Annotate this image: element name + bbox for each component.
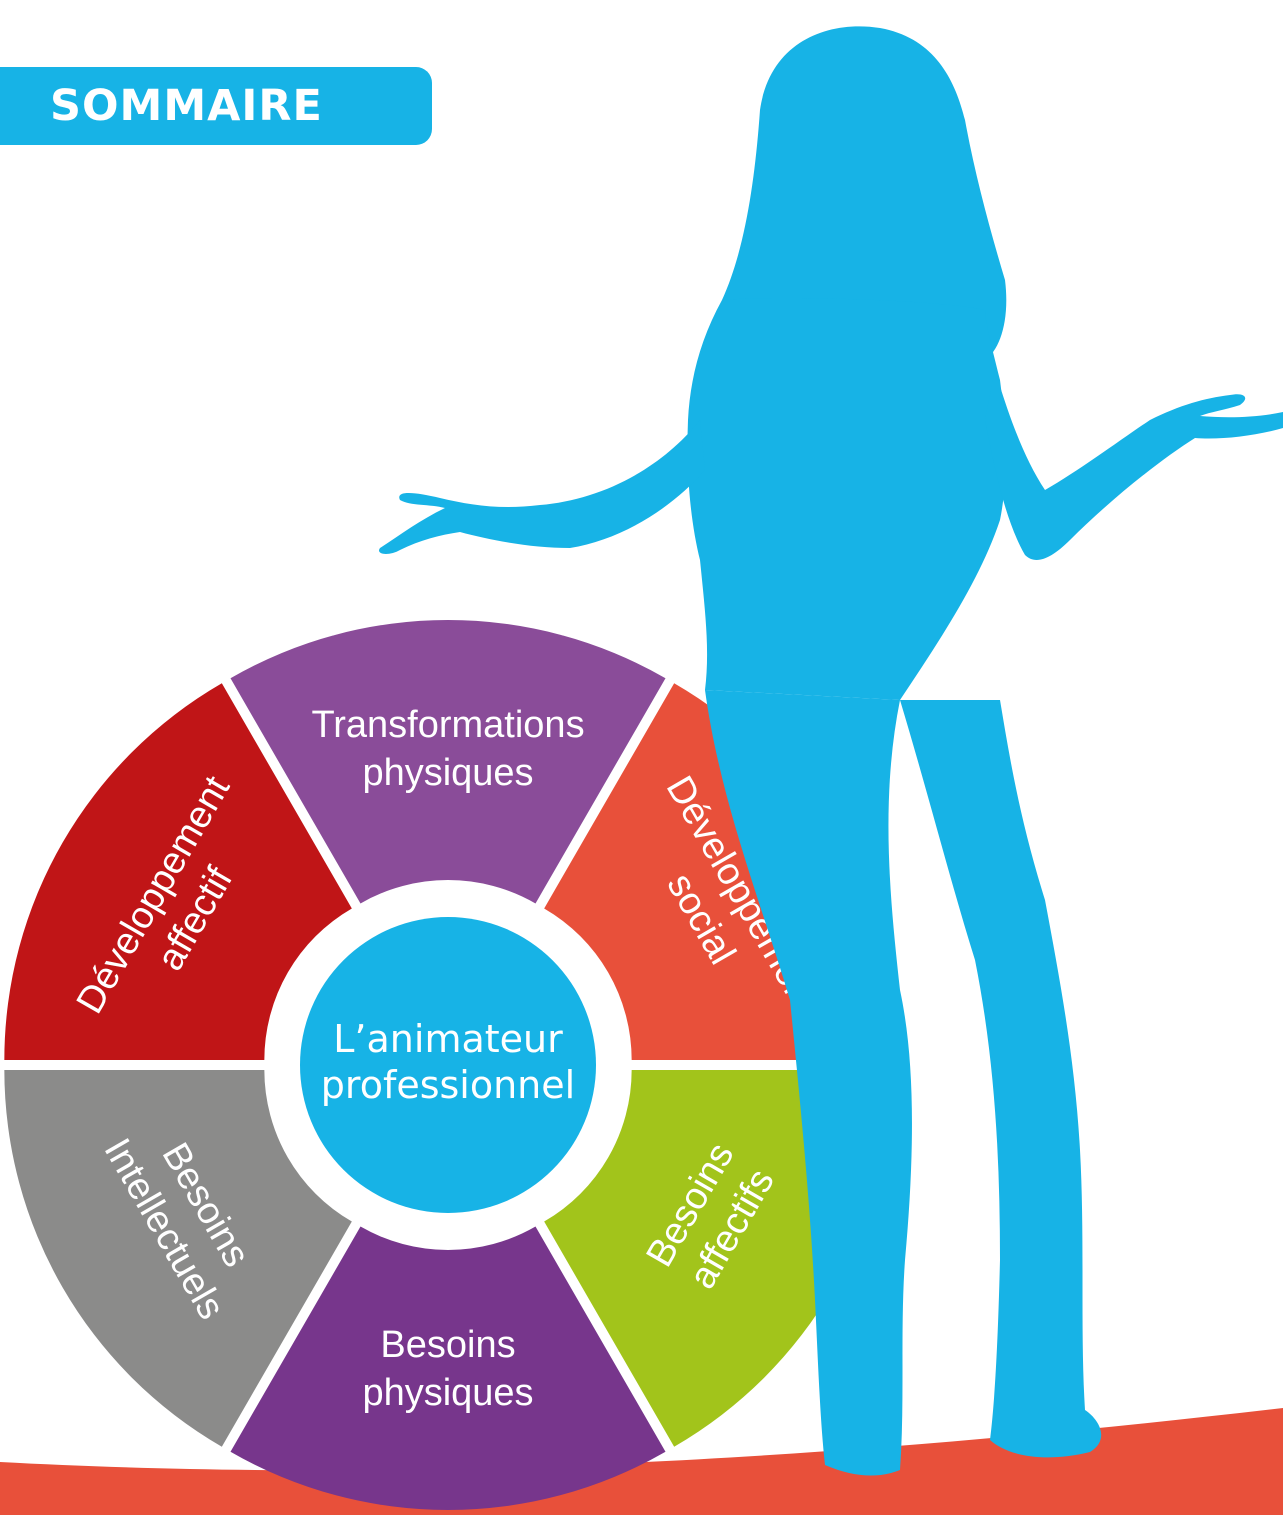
segment-label-besoins-physiques: Besoins physiques [362,1324,533,1414]
segment-label-line1: Transformations [311,704,584,746]
woman-silhouette-shrugging-icon [379,26,1283,1476]
sommaire-button[interactable]: SOMMAIRE [0,67,432,145]
segment-transformations-physiques[interactable] [230,619,666,904]
sommaire-label: SOMMAIRE [50,81,323,131]
segment-besoins-affectifs[interactable] [544,1070,892,1447]
segment-besoins-intellectuels[interactable] [4,1070,352,1447]
center-hub [300,917,596,1213]
segment-besoins-physiques[interactable] [230,1226,666,1510]
center-label-line2: professionnel [321,1063,575,1107]
segment-developpement-affectif[interactable] [4,683,352,1060]
segment-label-transformations-physiques: Transformations physiques [311,704,584,794]
center-label-line1: L’animateur [333,1017,563,1061]
segment-label-line2: physiques [362,1372,533,1414]
segment-label-line2: physiques [362,752,533,794]
segment-label-line1: Besoins [380,1324,515,1366]
